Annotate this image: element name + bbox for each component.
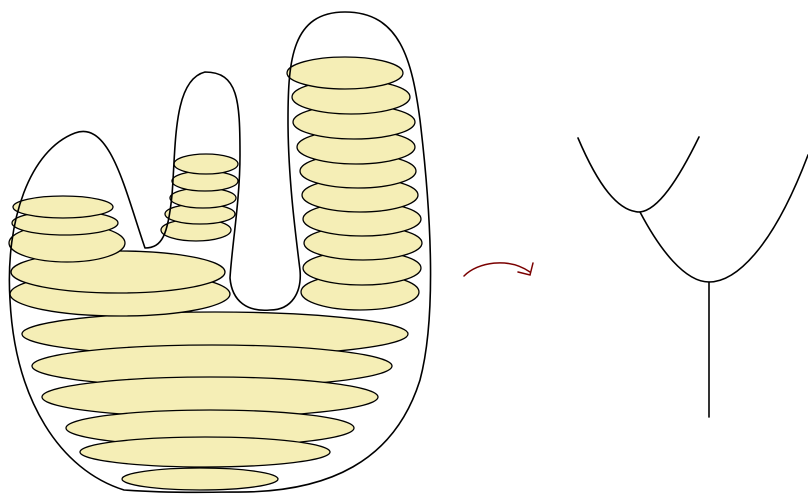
merge-branch-arc	[640, 155, 808, 282]
base-disc	[80, 437, 330, 467]
base-disc	[122, 468, 278, 490]
left-finger-disc	[13, 196, 113, 218]
reeb-graph	[578, 137, 808, 417]
arrow-curve	[464, 263, 530, 276]
sliced-surface	[9, 12, 431, 492]
middle-finger-disc	[174, 154, 238, 174]
right-finger-disc	[287, 57, 403, 89]
left-branch-arc	[578, 137, 699, 212]
left-finger-discs	[9, 196, 125, 262]
right-finger-discs	[287, 57, 422, 310]
base-discs	[22, 312, 408, 490]
maps-to-arrow	[464, 263, 533, 276]
middle-finger-discs	[161, 154, 238, 241]
